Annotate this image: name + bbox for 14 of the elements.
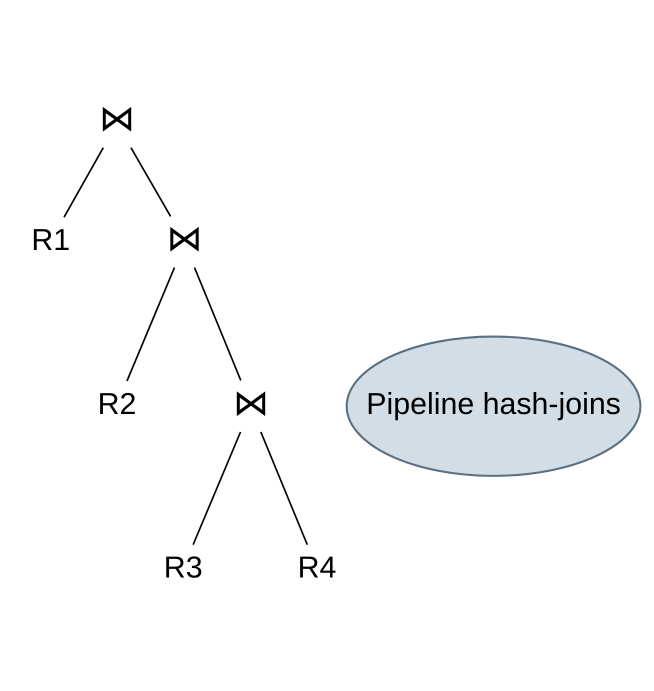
node-text: R2 xyxy=(98,388,136,421)
connector xyxy=(126,267,176,382)
node-text: ⋈ xyxy=(98,98,135,139)
node-text: R3 xyxy=(164,551,203,584)
node-ellipse: Pipeline hash-joins xyxy=(346,336,642,477)
node-text: R4 xyxy=(298,551,336,584)
connector xyxy=(260,432,308,545)
node-text: ⋈ xyxy=(232,382,269,423)
connector xyxy=(130,147,172,217)
connector xyxy=(194,267,242,381)
node-text: ⋈ xyxy=(166,218,203,259)
node-text: R1 xyxy=(31,224,70,257)
connector xyxy=(192,432,242,545)
connector xyxy=(63,147,104,218)
